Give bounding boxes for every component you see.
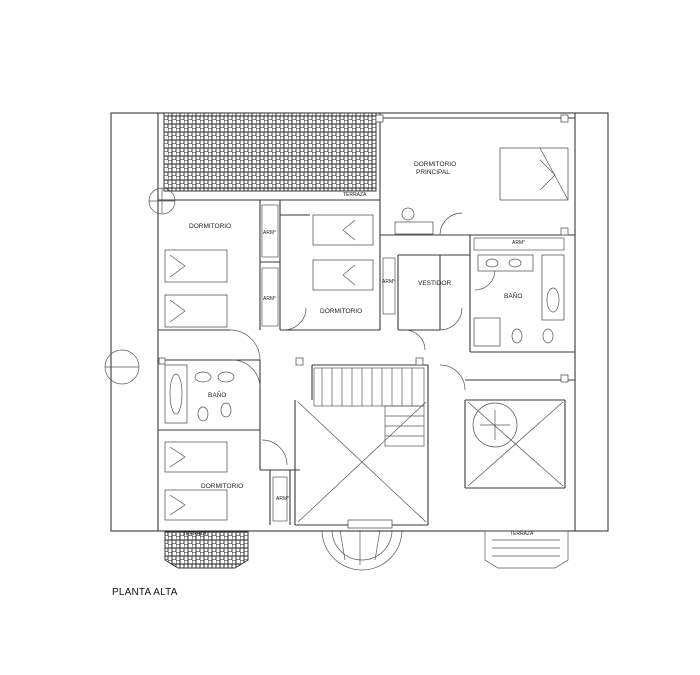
beds-center (312, 214, 374, 291)
void-right (467, 401, 564, 487)
vanity-master (394, 207, 434, 235)
room-label-dormitorio-left: DORMITORIO (189, 223, 231, 230)
room-label-dormitorio-lower: DORMITORIO (201, 483, 243, 490)
plan-title: PLANTA ALTA (112, 587, 178, 598)
arm-label-left-1: ARM° (263, 230, 276, 236)
wardrobes (261, 204, 565, 522)
room-label-vestidor: VESTIDOR (418, 280, 452, 287)
arm-label-center: ARM° (382, 279, 395, 285)
bath-right-fixtures (473, 254, 565, 347)
beds-left (164, 249, 228, 328)
terrace-bottom-right: TERRAZA (484, 530, 569, 569)
door-swings (229, 212, 496, 466)
arm-label-lower: ARM° (276, 496, 289, 502)
column-left-top (148, 187, 176, 215)
room-label-dormitorio-center: DORMITORIO (320, 308, 362, 315)
interior-walls (158, 199, 575, 526)
terrace-top-label: TERRAZA (343, 192, 367, 198)
room-label-bano-left: BAÑO (208, 390, 226, 399)
terrace-bottom-left: TERRAZA (164, 530, 249, 569)
bath-left-fixtures (164, 364, 235, 424)
room-label-bano-right: BAÑO (504, 291, 522, 300)
terrace-top: TERRAZA (163, 112, 377, 198)
terrace-bottom-right-label: TERRAZA (510, 531, 534, 537)
structural-columns (158, 114, 569, 383)
stair (313, 367, 425, 447)
room-labels: DORMITORIO PRINCIPAL DORMITORIO DORMITOR… (189, 161, 525, 502)
column-left-mid (104, 349, 140, 385)
arm-label-right: ARM° (512, 240, 525, 246)
room-label-dormitorio-principal-2: PRINCIPAL (416, 169, 450, 176)
bed-master (499, 147, 569, 201)
terrace-bottom-left-label: TERRAZA (183, 531, 207, 537)
room-label-dormitorio-principal-1: DORMITORIO (414, 161, 456, 168)
beds-lower (164, 441, 228, 521)
arm-label-left-2: ARM° (263, 296, 276, 302)
bottom-spiral (321, 519, 403, 571)
void-lower (297, 401, 427, 523)
